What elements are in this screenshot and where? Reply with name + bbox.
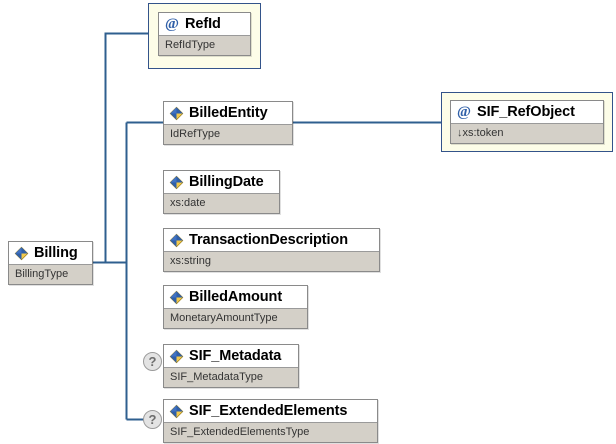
- node-billedamount-title: BilledAmount: [164, 286, 307, 308]
- node-billingdate-name: BillingDate: [189, 174, 264, 190]
- node-billing-type: BillingType: [9, 264, 92, 284]
- optional-badge-sifextendedelements: ?: [143, 410, 162, 429]
- node-billingdate-title: BillingDate: [164, 171, 279, 193]
- node-transactiondescription-name: TransactionDescription: [189, 232, 348, 248]
- node-billedentity[interactable]: BilledEntity IdRefType: [163, 101, 293, 145]
- attribute-at-icon: @: [165, 15, 179, 32]
- node-billedamount[interactable]: BilledAmount MonetaryAmountType: [163, 285, 308, 329]
- node-sifextendedelements-type: SIF_ExtendedElementsType: [164, 422, 377, 442]
- attribute-at-icon: @: [457, 103, 471, 120]
- node-sifextendedelements[interactable]: SIF_ExtendedElements SIF_ExtendedElement…: [163, 399, 378, 443]
- node-billedentity-name: BilledEntity: [189, 105, 268, 121]
- node-billedentity-title: BilledEntity: [164, 102, 292, 124]
- node-transactiondescription-title: TransactionDescription: [164, 229, 379, 251]
- node-billingdate[interactable]: BillingDate xs:date: [163, 170, 280, 214]
- node-sifmetadata[interactable]: SIF_Metadata SIF_MetadataType: [163, 344, 299, 388]
- element-diamond-icon: [169, 233, 184, 248]
- node-sifextendedelements-name: SIF_ExtendedElements: [189, 403, 348, 419]
- node-billingdate-type: xs:date: [164, 193, 279, 213]
- optional-badge-sifmetadata: ?: [143, 352, 162, 371]
- node-transactiondescription[interactable]: TransactionDescription xs:string: [163, 228, 380, 272]
- node-billedamount-name: BilledAmount: [189, 289, 283, 305]
- element-diamond-icon: [169, 106, 184, 121]
- node-refid-type: RefIdType: [159, 35, 250, 55]
- node-sifmetadata-type: SIF_MetadataType: [164, 367, 298, 387]
- node-sifrefobject-name: SIF_RefObject: [477, 104, 575, 120]
- node-sifrefobject-type: ↓xs:token: [451, 123, 603, 143]
- node-sifmetadata-title: SIF_Metadata: [164, 345, 298, 367]
- node-transactiondescription-type: xs:string: [164, 251, 379, 271]
- node-billing-name: Billing: [34, 245, 78, 261]
- element-diamond-icon: [169, 404, 184, 419]
- node-sifmetadata-name: SIF_Metadata: [189, 348, 282, 364]
- derivation-arrow-icon: ↓: [457, 127, 463, 139]
- node-billedentity-type: IdRefType: [164, 124, 292, 144]
- element-diamond-icon: [169, 290, 184, 305]
- node-sifrefobject-title: @ SIF_RefObject: [451, 101, 603, 123]
- node-sifrefobject[interactable]: @ SIF_RefObject ↓xs:token: [450, 100, 604, 144]
- node-billedamount-type: MonetaryAmountType: [164, 308, 307, 328]
- element-diamond-icon: [14, 246, 29, 261]
- node-refid[interactable]: @ RefId RefIdType: [158, 12, 251, 56]
- node-sifrefobject-typename: xs:token: [462, 127, 504, 139]
- node-sifextendedelements-title: SIF_ExtendedElements: [164, 400, 377, 422]
- element-diamond-icon: [169, 175, 184, 190]
- node-billing-title: Billing: [9, 242, 92, 264]
- node-billing[interactable]: Billing BillingType: [8, 241, 93, 285]
- node-refid-title: @ RefId: [159, 13, 250, 35]
- element-diamond-icon: [169, 349, 184, 364]
- node-refid-name: RefId: [185, 16, 221, 32]
